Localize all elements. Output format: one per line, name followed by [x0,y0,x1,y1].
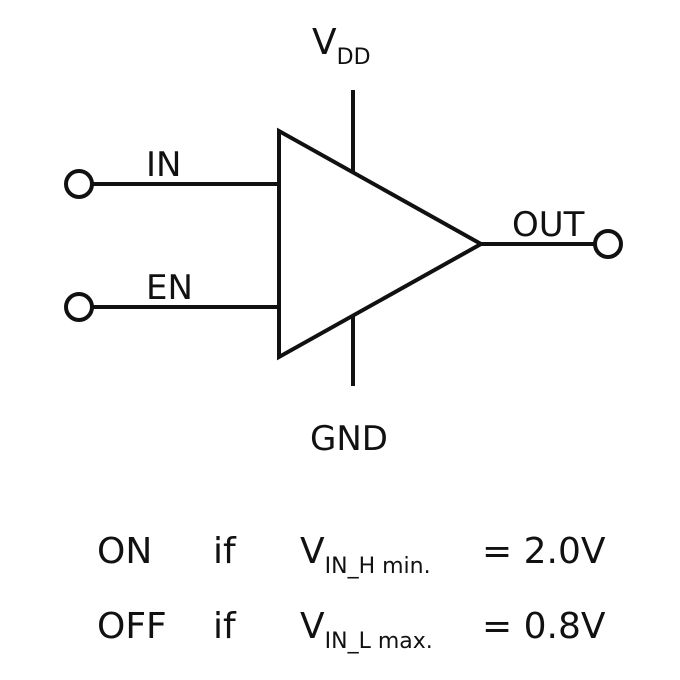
condition-row-on: ON if VIN_H min. = 2.0V [97,531,606,579]
in-label: IN [146,145,181,185]
in-terminal [64,169,94,199]
condition-variable-sub: IN_L max. [325,629,433,654]
supply-label-sub: DD [337,45,371,70]
en-terminal [64,292,94,322]
out-label: OUT [512,205,585,245]
supply-label-main: V [312,22,337,63]
condition-variable: VIN_L max. [300,606,433,654]
condition-state: ON [97,531,152,572]
condition-if: if [213,606,237,647]
condition-variable-main: V [300,606,325,647]
en-label: EN [146,268,193,308]
condition-row-off: OFF if VIN_L max. = 0.8V [97,606,606,654]
condition-relation: = 2.0V [482,531,606,572]
condition-relation: = 0.8V [482,606,606,647]
condition-if: if [213,531,237,572]
out-terminal [593,229,623,259]
buffer-triangle [277,127,486,361]
condition-variable-main: V [300,531,325,572]
condition-variable-sub: IN_H min. [325,554,431,579]
supply-label: VDD [312,22,371,70]
condition-variable: VIN_H min. [300,531,431,579]
ground-label: GND [310,419,388,459]
condition-state: OFF [97,606,167,647]
